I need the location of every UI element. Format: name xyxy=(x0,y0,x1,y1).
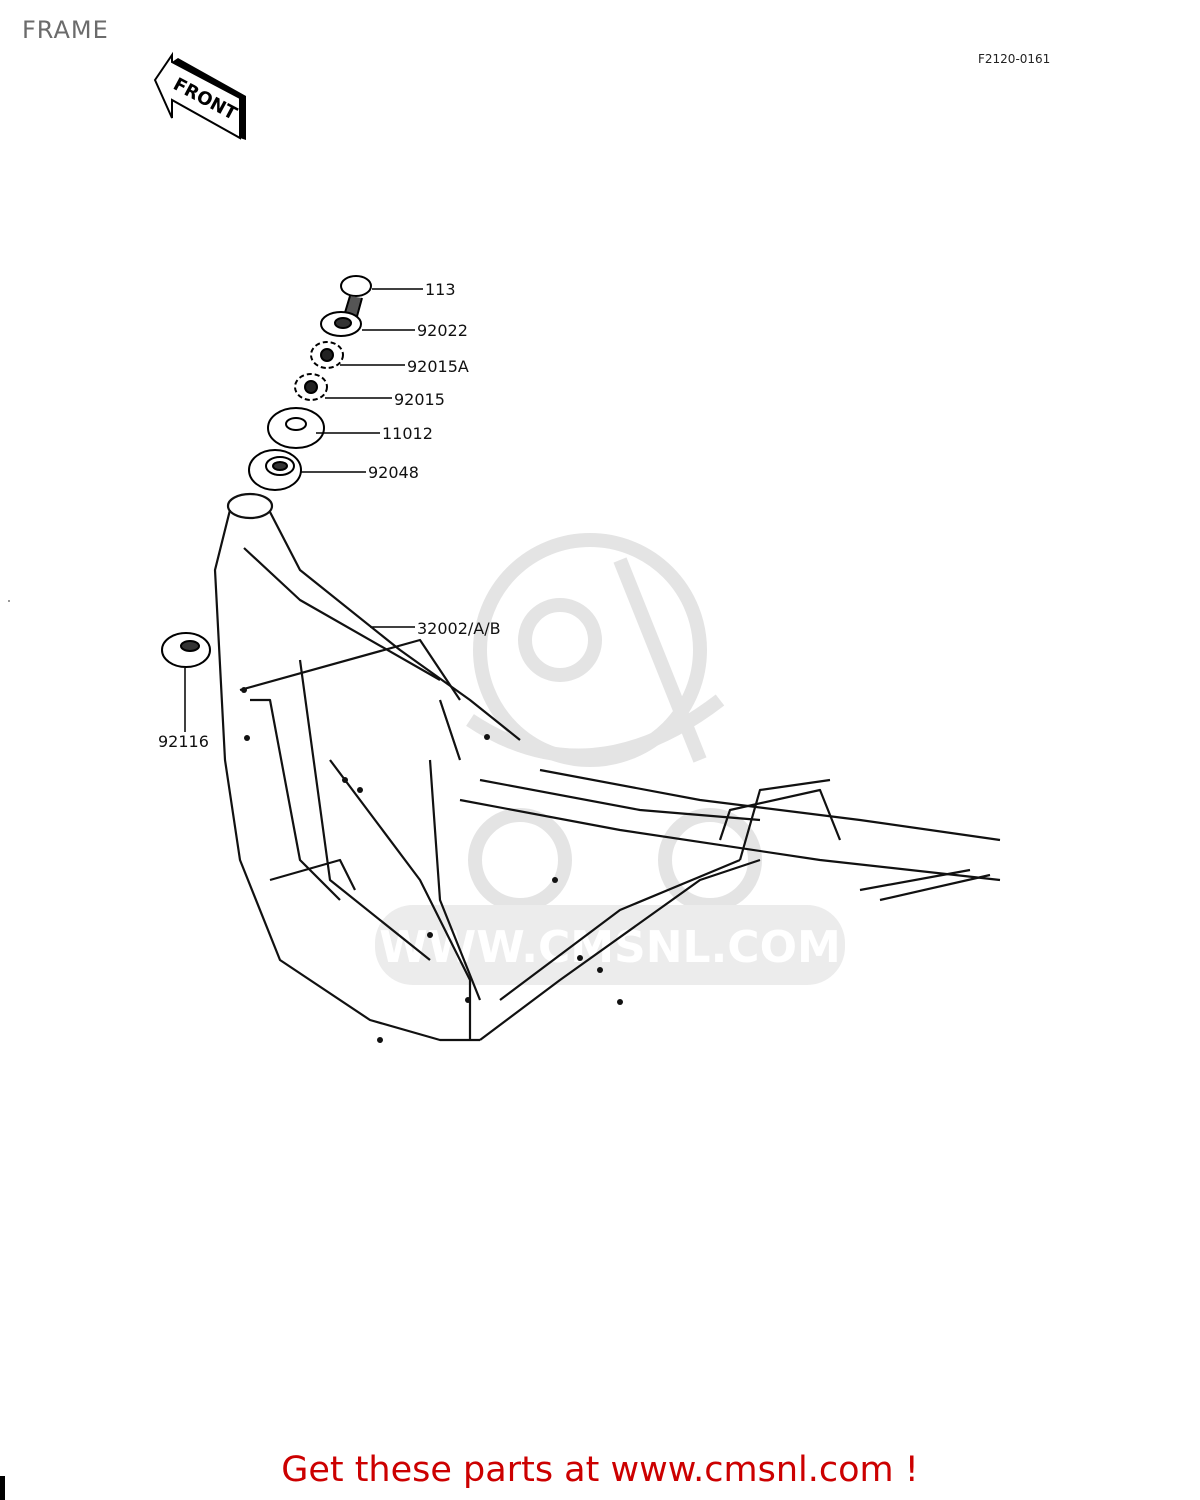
part-92015-nut xyxy=(294,373,328,401)
part-label-113[interactable]: 113 xyxy=(425,280,456,299)
frame-32002 xyxy=(213,492,1001,1042)
part-label-92022[interactable]: 92022 xyxy=(417,321,468,340)
promo-link[interactable]: Get these parts at www.cmsnl.com ! xyxy=(281,1450,919,1490)
part-92015A-nut xyxy=(310,341,344,369)
part-label-92015A[interactable]: 92015A xyxy=(407,357,469,376)
part-label-92116[interactable]: 92116 xyxy=(158,732,209,751)
part-label-92048[interactable]: 92048 xyxy=(368,463,419,482)
corner-mark xyxy=(0,1476,5,1500)
promo-footer: Get these parts at www.cmsnl.com ! xyxy=(0,1450,1200,1490)
page-title: FRAME xyxy=(22,16,109,44)
leader-lines xyxy=(184,288,423,732)
diagram-code: F2120-0161 xyxy=(978,52,1051,66)
part-92022-washer xyxy=(320,311,362,337)
part-label-32002[interactable]: 32002/A/B xyxy=(417,619,501,638)
part-label-92015[interactable]: 92015 xyxy=(394,390,445,409)
part-label-11012[interactable]: 11012 xyxy=(382,424,433,443)
watermark-text: WWW.CMSNL.COM xyxy=(379,922,841,973)
part-11012-cap xyxy=(267,407,325,449)
watermark-logo xyxy=(466,533,762,912)
stray-dot xyxy=(8,600,10,602)
front-arrow-icon: FRONT xyxy=(153,51,246,140)
part-92048-seal xyxy=(248,449,302,491)
part-92116-seal xyxy=(161,632,211,668)
frame-bolt-holes xyxy=(241,687,623,1043)
